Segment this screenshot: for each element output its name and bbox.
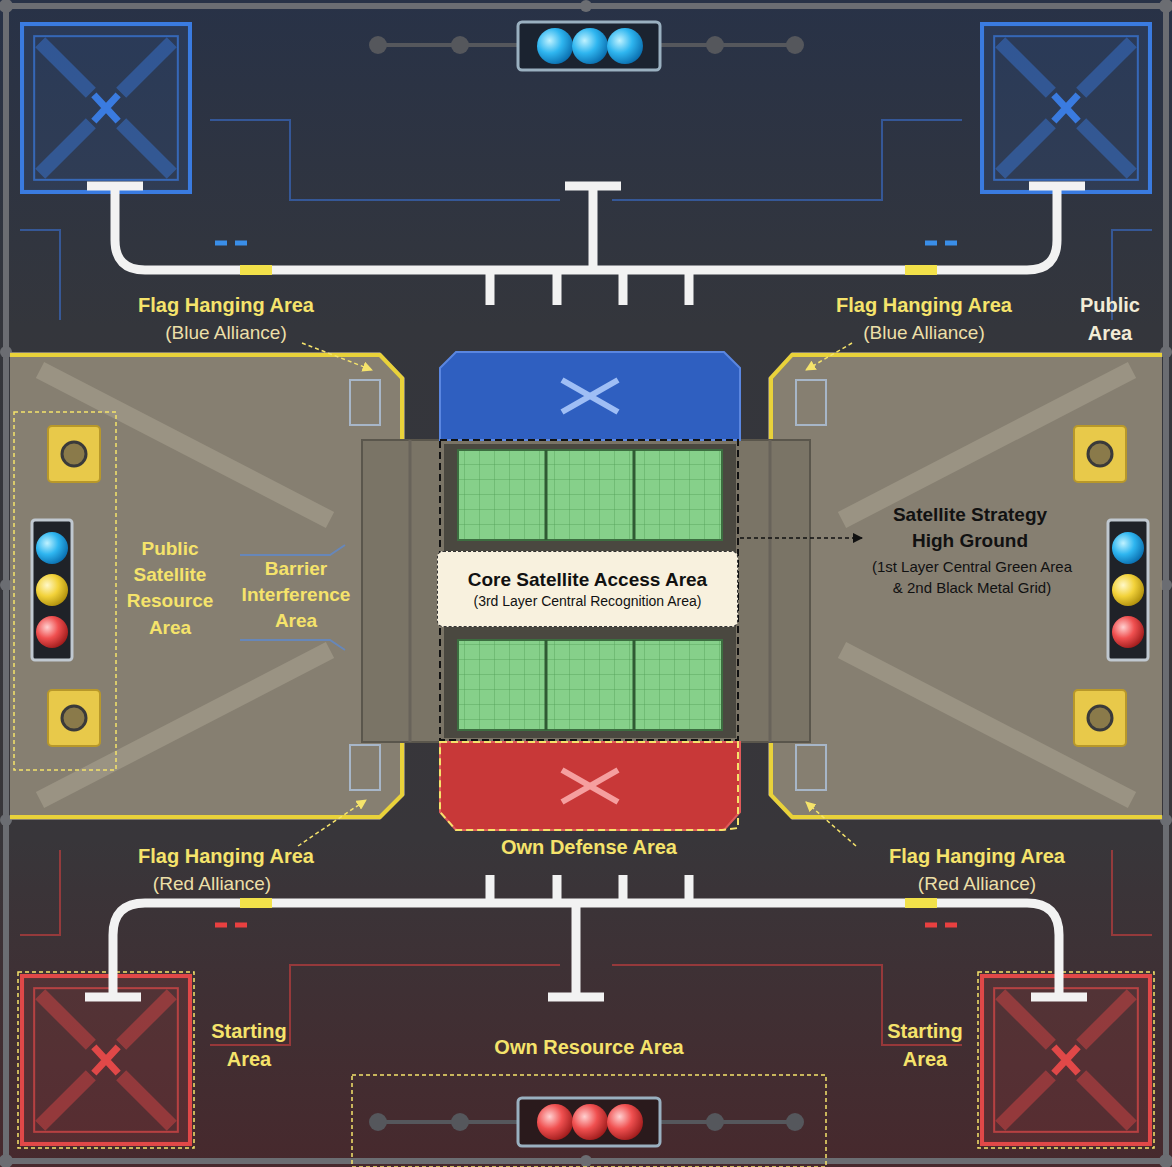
area-note: (3rd Layer Central Recognition Area) [473,592,701,610]
area-note: (1st Layer Central Green Area & 2nd Blac… [866,557,1078,598]
red-defense-plate [440,742,740,830]
area-label: Starting Area [197,1018,301,1073]
central-structure [362,352,810,830]
alliance-label: (Blue Alliance) [96,320,356,346]
area-label: Own Resource Area [459,1034,719,1062]
satellite-racks [14,412,1148,770]
flag-area-label: Flag Hanging Area [794,292,1054,320]
area-label: Starting Area [873,1018,977,1073]
blue-start-pad [982,24,1150,192]
field-wall [6,6,1166,1161]
alliance-label: (Blue Alliance) [794,320,1054,346]
area-label: Public Satellite Resource Area [118,536,222,641]
core-area-label-box: Core Satellite Access Area(3rd Layer Cen… [437,551,738,627]
flag-area-label: Flag Hanging Area [96,843,356,871]
blue-defense-plate [440,352,740,440]
blue-resource-rack [369,22,804,70]
floor-decor [20,120,1152,1045]
alliance-label: (Red Alliance) [92,871,332,897]
flag-area-label: Flag Hanging Area [847,843,1107,871]
flag-hooks [350,380,826,790]
alliance-label: (Red Alliance) [857,871,1097,897]
area-label: Own Defense Area [469,834,709,862]
red-resource-rack [352,1075,826,1167]
area-label: Satellite Strategy High Ground [880,502,1060,554]
flag-area-label: Flag Hanging Area [96,292,356,320]
blue-start-pad [22,24,190,192]
area-title: Core Satellite Access Area [468,568,707,593]
area-label: Public Area [1070,292,1150,347]
area-label: Barrier Interference Area [237,556,355,635]
pole-pads [48,426,1126,746]
leader-lines [298,343,862,846]
